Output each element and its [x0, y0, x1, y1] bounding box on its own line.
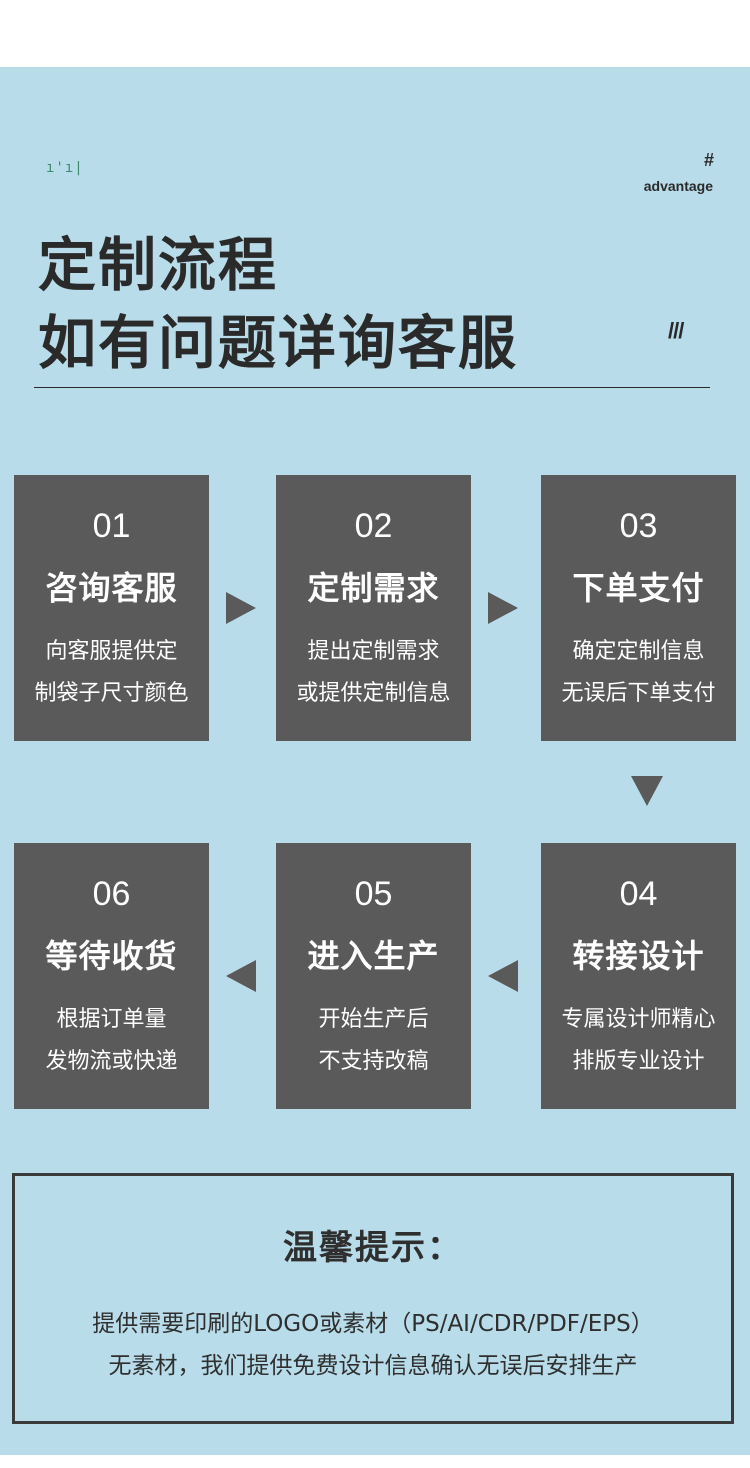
step-card-04: 04 转接设计 专属设计师精心 排版专业设计: [541, 843, 736, 1109]
step-desc-line: 专属设计师精心: [561, 1007, 716, 1032]
notice-title: 温馨提示：: [283, 1228, 463, 1268]
step-description: 专属设计师精心 排版专业设计: [541, 999, 736, 1083]
arrow-left-icon: [226, 960, 256, 992]
notice-box: 温馨提示： 提供需要印刷的LOGO或素材（PS/AI/CDR/PDF/EPS） …: [12, 1173, 734, 1424]
page-title: 定制流程: [38, 231, 279, 299]
step-desc-line: 向客服提供定: [45, 639, 178, 664]
step-number: 03: [619, 507, 658, 545]
arrow-right-icon: [226, 592, 256, 624]
step-desc-line: 制袋子尺寸颜色: [34, 681, 189, 706]
notice-line: 无素材，我们提供免费设计信息确认无误后安排生产: [108, 1353, 638, 1379]
step-number: 01: [92, 507, 131, 545]
step-desc-line: 排版专业设计: [572, 1049, 705, 1074]
step-title: 进入生产: [307, 937, 440, 975]
step-desc-line: 发物流或快递: [45, 1049, 178, 1074]
step-title: 转接设计: [572, 937, 705, 975]
step-card-01: 01 咨询客服 向客服提供定 制袋子尺寸颜色: [14, 475, 209, 741]
step-desc-line: 根据订单量: [56, 1007, 167, 1032]
divider: [34, 387, 710, 388]
step-description: 根据订单量 发物流或快递: [14, 999, 209, 1083]
step-number: 05: [354, 875, 393, 913]
decorative-mark: ı'ı|: [46, 160, 84, 176]
step-description: 提出定制需求 或提供定制信息: [276, 631, 471, 715]
step-desc-line: 确定定制信息: [572, 639, 705, 664]
step-desc-line: 无误后下单支付: [561, 681, 716, 706]
step-desc-line: 或提供定制信息: [296, 681, 451, 706]
advantage-tag: advantage: [643, 178, 713, 194]
step-card-06: 06 等待收货 根据订单量 发物流或快递: [14, 843, 209, 1109]
step-number: 04: [619, 875, 658, 913]
page-subtitle: 如有问题详询客服: [38, 309, 519, 377]
step-card-02: 02 定制需求 提出定制需求 或提供定制信息: [276, 475, 471, 741]
arrow-right-icon: [488, 592, 518, 624]
step-number: 02: [354, 507, 393, 545]
step-desc-line: 不支持改稿: [318, 1049, 429, 1074]
notice-line: 提供需要印刷的LOGO或素材（PS/AI/CDR/PDF/EPS）: [92, 1311, 654, 1337]
step-title: 等待收货: [45, 937, 178, 975]
step-card-05: 05 进入生产 开始生产后 不支持改稿: [276, 843, 471, 1109]
step-description: 确定定制信息 无误后下单支付: [541, 631, 736, 715]
step-desc-line: 提出定制需求: [307, 639, 440, 664]
decorative-slashes: ///: [668, 318, 684, 343]
step-description: 开始生产后 不支持改稿: [276, 999, 471, 1083]
step-card-03: 03 下单支付 确定定制信息 无误后下单支付: [541, 475, 736, 741]
step-number: 06: [92, 875, 131, 913]
step-title: 下单支付: [572, 569, 705, 607]
hash-mark: #: [703, 150, 714, 170]
arrow-down-icon: [631, 776, 663, 806]
arrow-left-icon: [488, 960, 518, 992]
content-panel: [0, 67, 750, 1455]
step-desc-line: 开始生产后: [318, 1007, 429, 1032]
step-title: 咨询客服: [45, 569, 178, 607]
step-description: 向客服提供定 制袋子尺寸颜色: [14, 631, 209, 715]
step-title: 定制需求: [307, 569, 440, 607]
